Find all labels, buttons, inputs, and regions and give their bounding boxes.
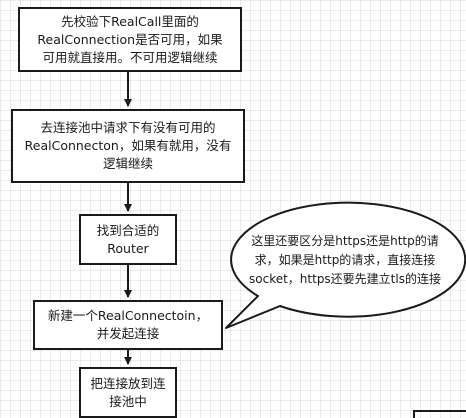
- offscreen-box-edge: [413, 410, 466, 418]
- step-check-realcall-connection: 先校验下RealCall里面的 RealConnection是否可用，如果 可用…: [18, 7, 242, 72]
- step-add-to-pool: 把连接放到连 接池中: [79, 367, 177, 418]
- step-create-connection: 新建一个RealConnectoin， 并发起连接: [33, 300, 223, 350]
- note-text: 这里还要区分是https还是http的请 求，如果是http的请求，直接连接 s…: [249, 233, 441, 286]
- note-bubble: [225, 201, 466, 329]
- step-query-connection-pool: 去连接池中请求下有没有可用的 RealConnecton，如果有就用，没有 逻辑…: [11, 109, 245, 183]
- step-find-router: 找到合适的 Router: [79, 214, 177, 265]
